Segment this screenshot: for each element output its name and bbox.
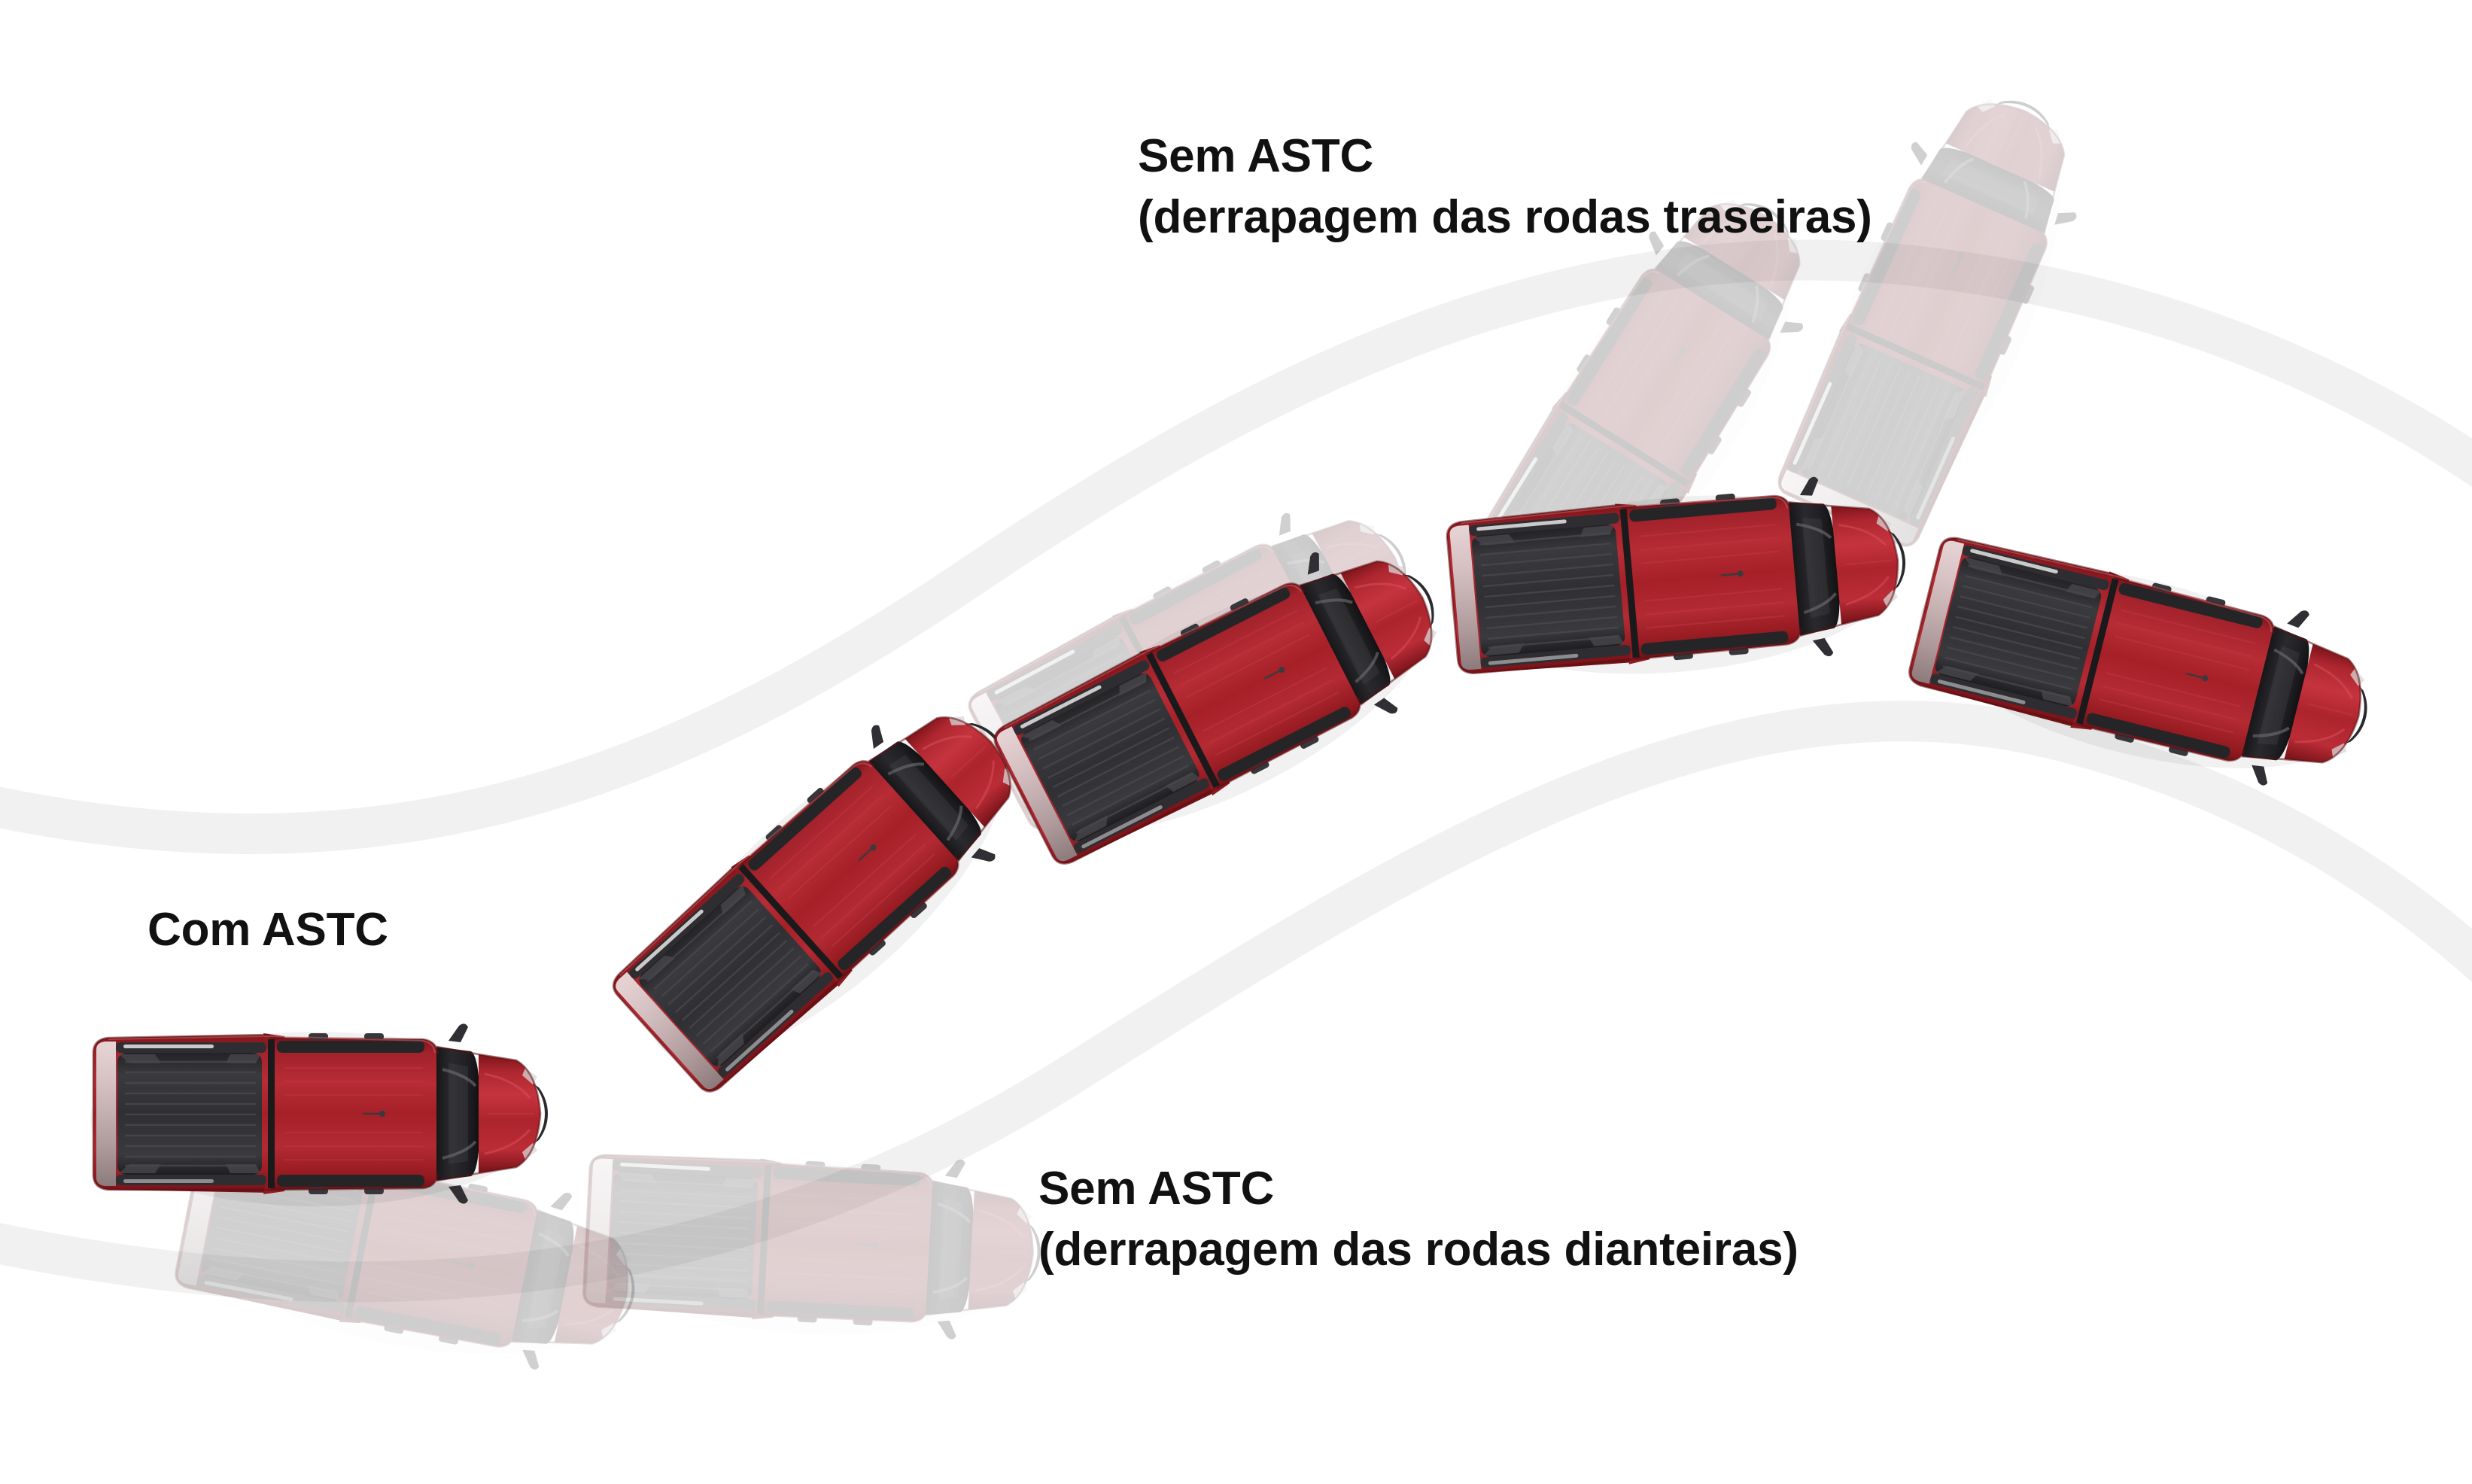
label-sem-astc-rear: Sem ASTC (derrapagem das rodas traseiras…: [1138, 126, 1872, 248]
ghost-truck-front-skid-2: [579, 1140, 1045, 1346]
label-com-astc-line1: Com ASTC: [147, 904, 388, 956]
label-sem-astc-rear-line2: (derrapagem das rodas traseiras): [1138, 190, 1872, 243]
label-com-astc: Com ASTC: [147, 900, 388, 961]
label-sem-astc-front-line2: (derrapagem das rodas dianteiras): [1038, 1223, 1799, 1276]
truck-stable-1: [89, 1022, 549, 1208]
label-sem-astc-front-line1: Sem ASTC: [1038, 1163, 1275, 1215]
label-sem-astc-rear-line1: Sem ASTC: [1138, 130, 1374, 182]
label-sem-astc-front: Sem ASTC (derrapagem das rodas dianteira…: [1038, 1159, 1799, 1280]
road-upper-lane: [0, 239, 2472, 854]
